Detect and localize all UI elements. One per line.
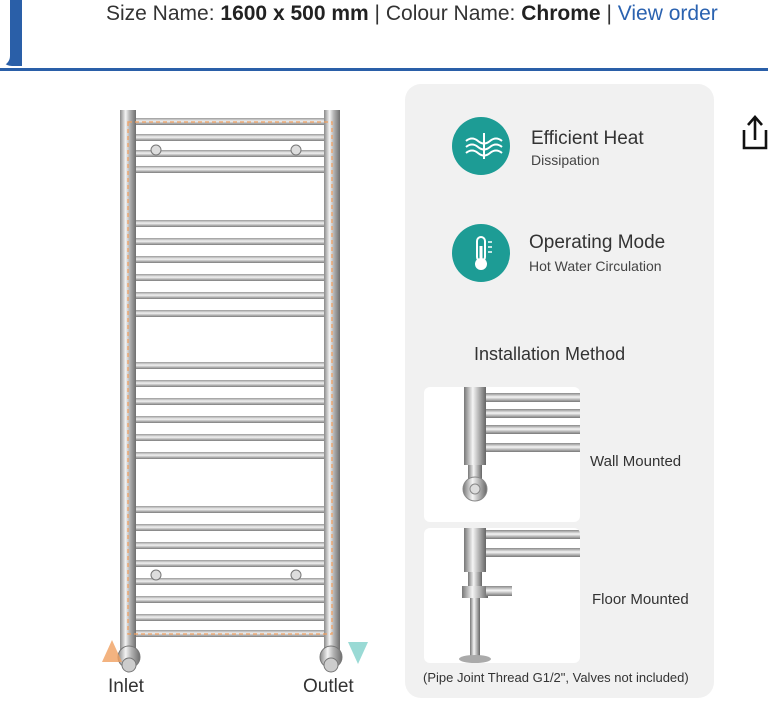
radiator-bar: [136, 256, 324, 263]
radiator-bar: [136, 506, 324, 513]
outlet-label: Outlet: [303, 676, 354, 697]
variant-summary: Size Name: 1600 x 500 mm | Colour Name: …: [106, 2, 718, 26]
heat-title: Efficient Heat: [531, 128, 644, 149]
heat-subtitle: Dissipation: [531, 152, 600, 168]
bar-accent: [0, 0, 22, 66]
pipe-footnote: (Pipe Joint Thread G1/2", Valves not inc…: [423, 670, 689, 685]
radiator-bar: [136, 524, 324, 531]
separator: |: [374, 2, 380, 25]
size-key: Size Name:: [106, 2, 215, 25]
radiator-bar: [136, 560, 324, 567]
floor-mounted-label: Floor Mounted: [592, 591, 689, 608]
inlet-label: Inlet: [108, 676, 144, 697]
outlet-arrow: [348, 642, 368, 664]
radiator-bar: [136, 274, 324, 281]
radiator-bar: [136, 220, 324, 227]
radiator-bar: [136, 630, 324, 637]
radiator-bar: [136, 150, 324, 157]
thermometer-icon: [452, 224, 510, 282]
installation-title: Installation Method: [474, 344, 626, 364]
radiator-bar: [136, 542, 324, 549]
radiator-bar: [136, 434, 324, 441]
inlet-arrow: [102, 640, 122, 662]
size-value: 1600 x 500 mm: [220, 2, 369, 25]
share-icon[interactable]: [738, 112, 768, 156]
floor-mounted-image: [424, 528, 580, 663]
view-order-link[interactable]: View order: [617, 2, 718, 25]
radiator-bar: [136, 416, 324, 423]
colour-value: Chrome: [521, 2, 601, 25]
radiator-bar: [136, 238, 324, 245]
wall-mounted-image: [424, 387, 580, 522]
radiator-bar: [136, 166, 324, 173]
radiator-image: Inlet Outlet: [98, 100, 378, 700]
radiator-bar: [136, 134, 324, 141]
radiator-bar: [136, 614, 324, 621]
mode-subtitle: Hot Water Circulation: [529, 258, 662, 274]
radiator-bar: [136, 292, 324, 299]
features-card: Efficient Heat Dissipation Operating Mod…: [405, 84, 714, 698]
wall-mounted-label: Wall Mounted: [590, 453, 682, 470]
separator: |: [606, 2, 612, 25]
heat-waves-icon: [452, 117, 510, 175]
radiator-bar: [136, 398, 324, 405]
radiator-bar: [136, 578, 324, 585]
radiator-bar: [136, 452, 324, 459]
colour-key: Colour Name:: [385, 2, 516, 25]
radiator-bar: [136, 380, 324, 387]
mode-title: Operating Mode: [529, 232, 666, 253]
product-variant-bar: Size Name: 1600 x 500 mm | Colour Name: …: [0, 0, 768, 71]
radiator-bar: [136, 362, 324, 369]
radiator-bar: [136, 310, 324, 317]
radiator-bar: [136, 596, 324, 603]
towel-radiator-illustration: [102, 110, 368, 673]
